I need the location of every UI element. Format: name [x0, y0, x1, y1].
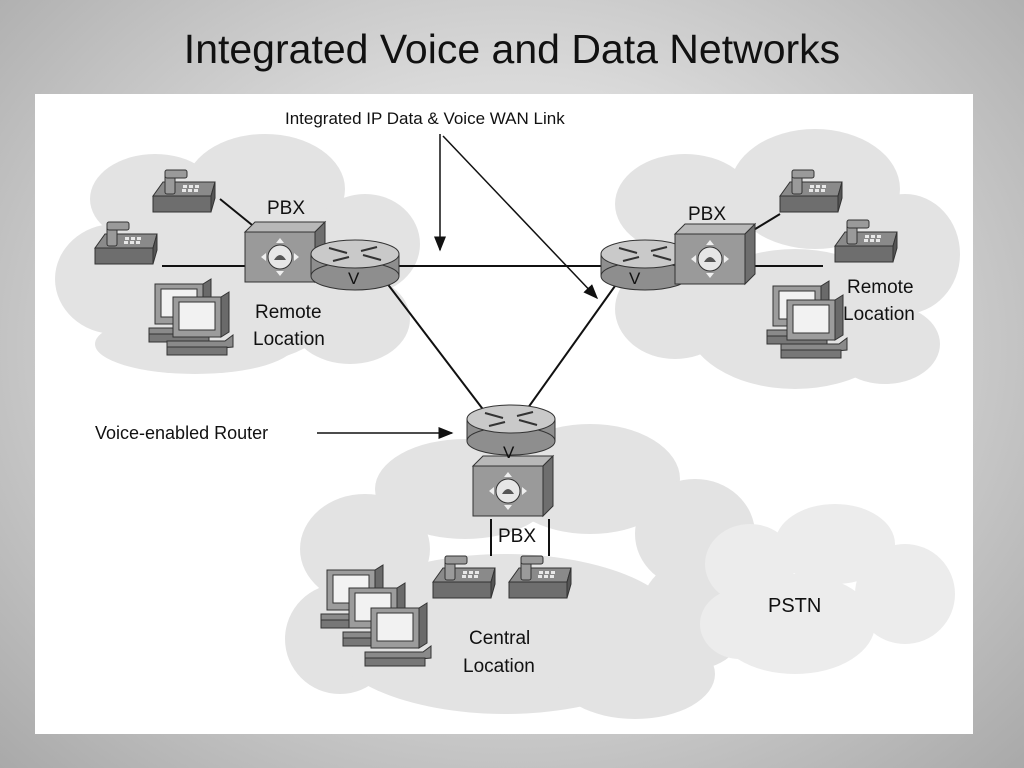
wan-links: [379, 265, 621, 413]
site-label-central-line2: Location: [463, 656, 535, 677]
cloud-pstn: [700, 504, 955, 674]
workstation-icon: [780, 294, 848, 359]
router-badge: V: [503, 443, 515, 462]
site-label-right-line1: Remote: [847, 277, 914, 298]
site-label-central-line1: Central: [469, 628, 530, 649]
workstation-icon: [166, 291, 234, 356]
site-label-left-line2: Location: [253, 329, 325, 350]
slide-title: Integrated Voice and Data Networks: [183, 26, 841, 72]
wan-link-label: Integrated IP Data & Voice WAN Link: [285, 109, 565, 128]
pbx-label-left: PBX: [267, 198, 305, 219]
router-badge: V: [348, 269, 360, 288]
site-label-left-line1: Remote: [255, 302, 322, 323]
pbx-label-right: PBX: [688, 204, 726, 225]
pbx-icon: [472, 455, 554, 517]
router-badge: V: [629, 269, 641, 288]
diagram-panel: V V V Integrated IP Data & Voice WAN Lin…: [35, 94, 973, 734]
pbx-icon: [674, 223, 756, 285]
pbx-label-central: PBX: [498, 526, 536, 547]
pstn-label: PSTN: [768, 595, 821, 617]
site-label-right-line2: Location: [843, 304, 915, 325]
wan-link-right-central: [524, 278, 621, 413]
wan-link-callout-arrows: [317, 134, 599, 439]
workstation-icon: [364, 602, 432, 667]
router-callout-label: Voice-enabled Router: [95, 423, 268, 443]
wan-link-left-central: [379, 273, 486, 413]
